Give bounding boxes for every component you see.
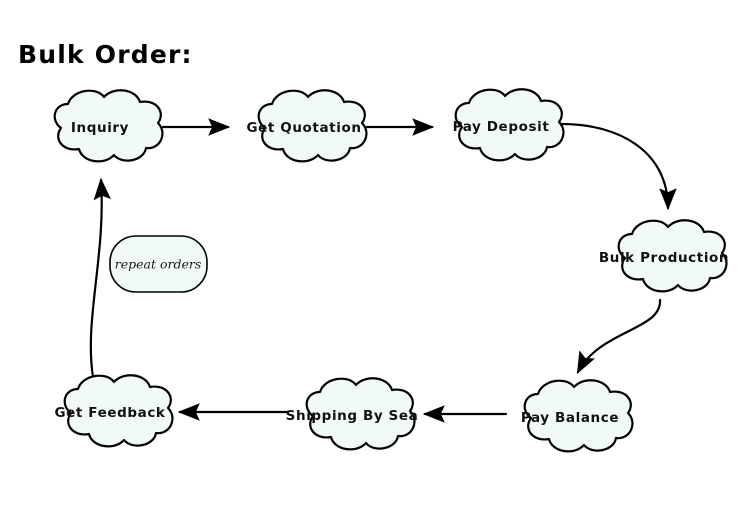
cloud-shape-pay-balance (523, 379, 634, 453)
edge-deposit-to-production (560, 122, 677, 211)
edge-production-to-balance (576, 298, 662, 374)
node-pay-balance[interactable]: Pay Balance (521, 379, 634, 453)
cloud-shape-get-feedback (63, 374, 174, 448)
edges-layer (89, 118, 677, 423)
node-repeat-orders[interactable]: repeat orders (109, 235, 208, 293)
node-label-inquiry: Inquiry (71, 120, 129, 136)
nodes-layer: Inquiry Get Quotation Pay Deposit Bulk P… (53, 88, 729, 453)
cloud-shape-bulk-production (617, 219, 728, 293)
cloud-shape-inquiry (53, 89, 164, 163)
node-label-pay-balance: Pay Balance (521, 410, 619, 426)
node-label-get-quotation: Get Quotation (246, 120, 361, 136)
node-label-repeat-orders: repeat orders (115, 257, 202, 272)
node-get-feedback[interactable]: Get Feedback (55, 374, 174, 448)
pill-shape-repeat-orders (109, 235, 208, 293)
page-title: Bulk Order: (18, 40, 193, 69)
node-pay-deposit[interactable]: Pay Deposit (453, 88, 565, 162)
node-bulk-production[interactable]: Bulk Production (599, 219, 729, 293)
edge-feedback-to-inquiry (89, 177, 112, 379)
node-label-pay-deposit: Pay Deposit (453, 119, 550, 135)
cloud-shape-shipping-by-sea (305, 377, 416, 451)
cloud-shape-pay-deposit (454, 88, 565, 162)
node-label-shipping-by-sea: Shipping By Sea (286, 408, 419, 424)
cloud-shape-get-quotation (257, 89, 368, 163)
node-inquiry[interactable]: Inquiry (53, 89, 164, 163)
node-shipping-by-sea[interactable]: Shipping By Sea (286, 377, 419, 451)
node-label-bulk-production: Bulk Production (599, 250, 729, 266)
node-get-quotation[interactable]: Get Quotation (246, 89, 368, 163)
node-label-get-feedback: Get Feedback (55, 405, 166, 421)
